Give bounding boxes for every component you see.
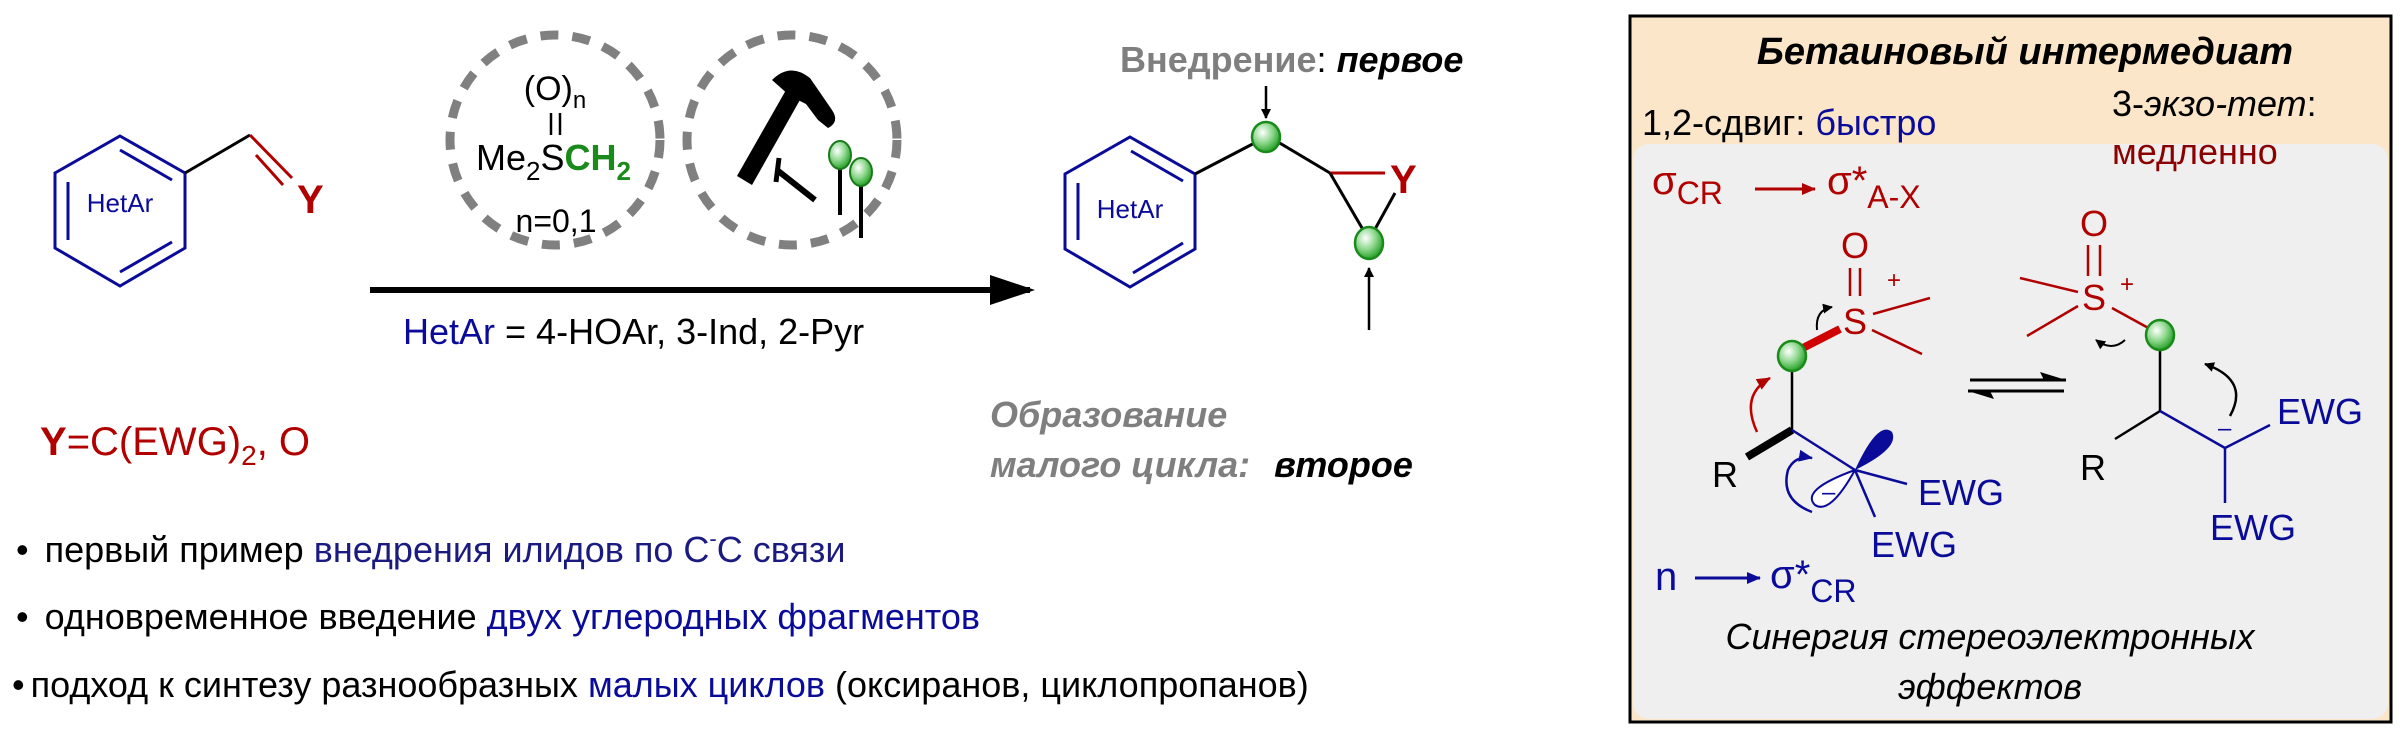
inserted-carbon-ball xyxy=(1250,120,1282,154)
panel-footer-line2: эффектов xyxy=(1898,666,2082,707)
insertion-label: Внедрение: первое xyxy=(1120,39,1463,80)
svg-text:σ*A-X: σ*A-X xyxy=(1827,159,1921,215)
exo-tet-speed: медленно xyxy=(2112,131,2278,172)
n-to-sigma-star-cr: n xyxy=(1655,555,1677,599)
hammer-and-pins-icon xyxy=(682,30,902,250)
ring-formation-line1: Образование xyxy=(990,394,1227,435)
product-ring-label: HetAr xyxy=(1097,194,1164,224)
ring-formation-line2: малого цикла: второе xyxy=(990,444,1413,485)
svg-text:O: O xyxy=(1841,225,1869,266)
svg-text:+: + xyxy=(2120,271,2134,298)
svg-text:O: O xyxy=(2080,203,2108,244)
bullet-item: •одновременное введение двух углеродных … xyxy=(16,596,980,637)
betaine-intermediate-panel: Бетаиновый интермедиат 1,2-сдвиг: быстро… xyxy=(1628,14,2393,724)
bullet-item: •первый пример внедрения илидов по C-C с… xyxy=(16,526,846,570)
betaine-right-structure: O + S R – EWG EWG xyxy=(2019,203,2363,548)
ylide-formula: Me2SCH2 xyxy=(476,137,631,186)
bullet-list: •первый пример внедрения илидов по C-C с… xyxy=(12,526,1309,705)
svg-text:EWG: EWG xyxy=(1871,524,1957,565)
svg-text:(O)n: (O)n xyxy=(524,70,586,114)
reactant: HetAr Y Y=C(EWG)2, O xyxy=(40,133,324,471)
reagent-ylide: (O)n Me2SCH2 n=0,1 xyxy=(445,30,665,250)
reactant-ring-label: HetAr xyxy=(87,188,154,218)
product-y-atom: Y xyxy=(1390,158,1417,202)
arrow-caption: HetAr = 4-HOAr, 3-Ind, 2-Pyr xyxy=(403,311,864,352)
ring-carbon-ball xyxy=(1353,225,1385,261)
reactant-y-atom: Y xyxy=(297,178,324,222)
svg-text:EWG: EWG xyxy=(2210,507,2296,548)
product: HetAr Y Внедрение: первое Образование ма… xyxy=(990,39,1463,485)
equilibrium-arrows xyxy=(1968,372,2066,399)
svg-text:–: – xyxy=(2218,415,2232,442)
svg-text:–: – xyxy=(1822,479,1836,506)
y-definition: Y=C(EWG)2, O xyxy=(40,420,310,471)
svg-text:EWG: EWG xyxy=(2277,391,2363,432)
svg-text:S: S xyxy=(1843,301,1867,342)
panel-title: Бетаиновый интермедиат xyxy=(1757,31,2293,73)
svg-text:+: + xyxy=(1887,267,1901,294)
panel-footer-line1: Синергия стереоэлектронных xyxy=(1726,616,2257,657)
n-range: n=0,1 xyxy=(516,203,597,239)
svg-text:EWG: EWG xyxy=(1918,472,2004,513)
svg-text:R: R xyxy=(1712,454,1738,495)
svg-text:S: S xyxy=(2082,277,2106,318)
bullet-item: •подход к синтезу разнообразных малых ци… xyxy=(12,664,1309,705)
betaine-left-structure: O + S R – EWG EWG xyxy=(1712,225,2004,565)
shift-label: 1,2-сдвиг: быстро xyxy=(1642,102,1936,143)
svg-text:R: R xyxy=(2080,447,2106,488)
sigma-cr-to-sigma-star-ax: σCR xyxy=(1652,159,1723,211)
exo-tet-label: 3-экзо-тет: xyxy=(2112,83,2317,124)
svg-text:σ*CR: σ*CR xyxy=(1770,553,1856,609)
